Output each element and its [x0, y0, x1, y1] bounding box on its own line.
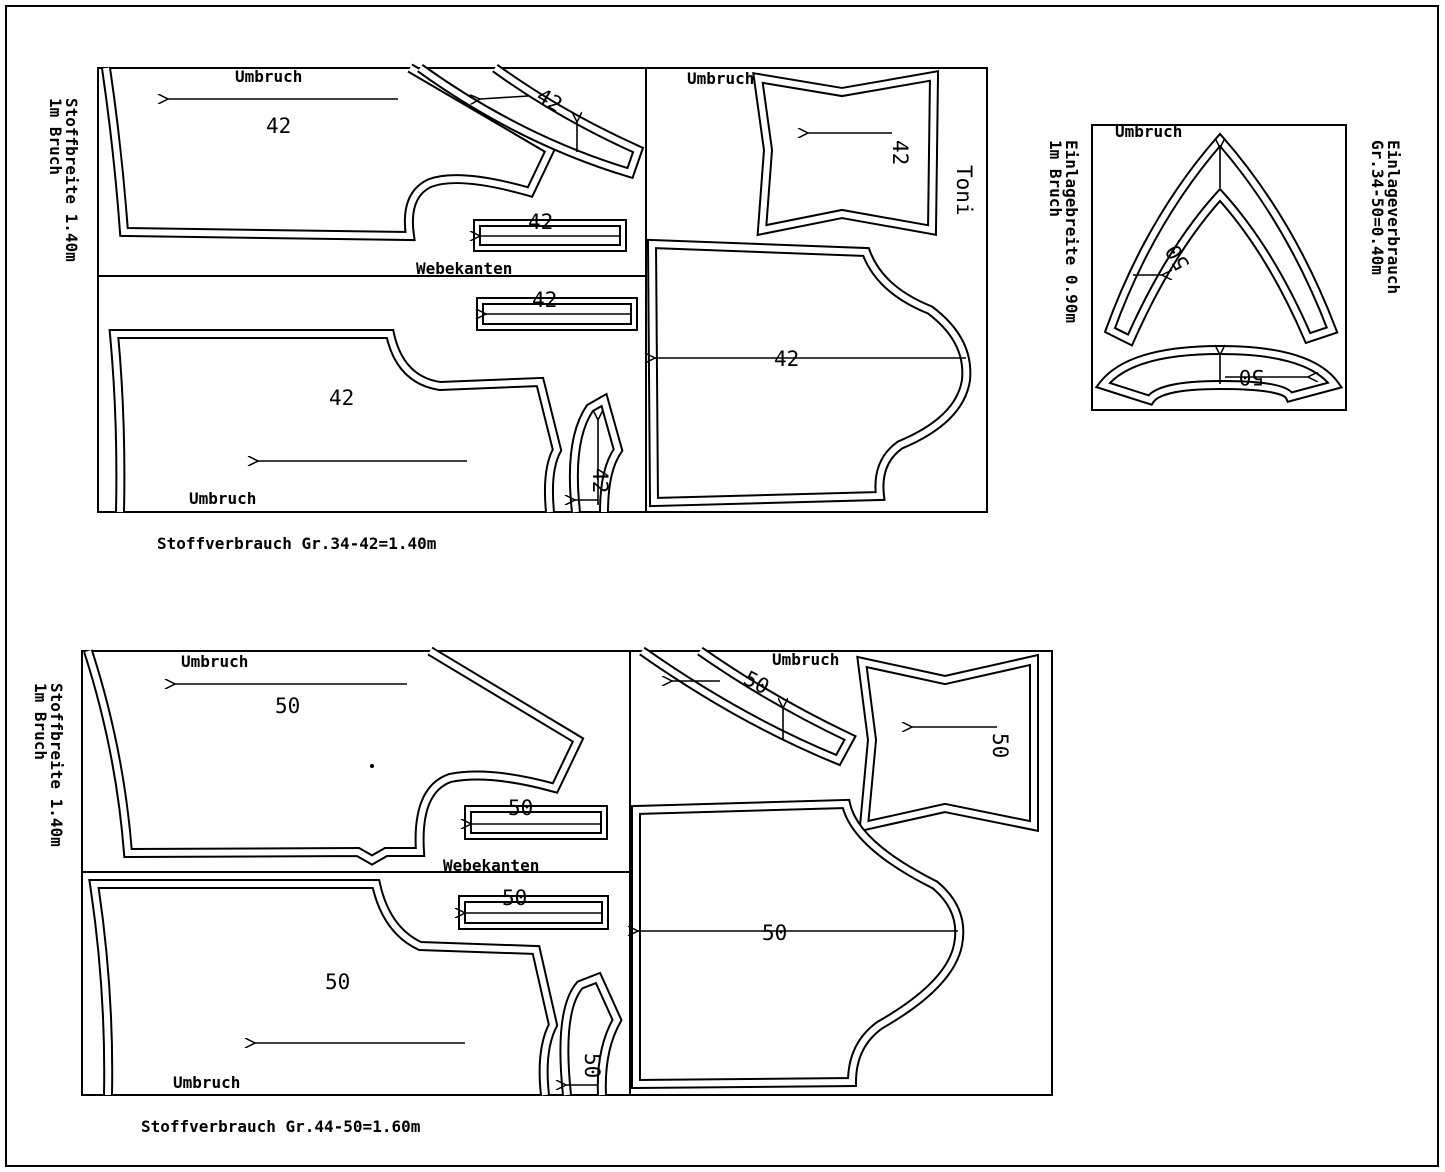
strip-piece-1 — [464, 805, 608, 840]
interfacing-consumption-title: Einlageverbrauch — [1384, 140, 1403, 294]
interfacing-width-label: Einlagebreite 0.90m — [1062, 140, 1081, 323]
back-piece — [101, 63, 557, 242]
fabric-consumption: Stoffverbrauch Gr.34-42=1.40m — [157, 534, 437, 553]
interfacing-fold-note: 1m Bruch — [1046, 140, 1065, 217]
fold-label: Umbruch — [189, 489, 256, 508]
grain-arrows — [175, 681, 997, 1085]
collar-band-piece — [639, 646, 857, 767]
fabric-consumption: Stoffverbrauch Gr.44-50=1.60m — [141, 1117, 421, 1136]
fabric-width-label: Stoffbreite 1.40m — [62, 98, 81, 262]
model-name: Toni — [952, 165, 976, 216]
size-label: 42 — [528, 210, 553, 234]
size-label: 42 — [532, 288, 557, 312]
size-label: 42 — [266, 114, 291, 138]
fold-label: Umbruch — [1115, 122, 1182, 141]
fold-note: 1m Bruch — [46, 98, 65, 175]
collar-interfacing-piece — [1103, 132, 1339, 347]
fold-label: Umbruch — [235, 67, 302, 86]
size-label: 42 — [774, 347, 799, 371]
fold-note: 1m Bruch — [31, 683, 50, 760]
front-piece — [88, 879, 559, 1096]
size-label: 50 — [580, 1053, 604, 1078]
fold-label: Umbruch — [772, 650, 839, 669]
size-label: 50 — [325, 970, 350, 994]
size-label: 42 — [329, 386, 354, 410]
marking-dot — [370, 764, 374, 768]
selvedge-label: Webekanten — [416, 259, 512, 278]
interfacing-layout: Einlagebreite 0.90m 1m Bruch Umbruch Ein… — [1046, 122, 1403, 411]
front-piece — [108, 329, 563, 513]
facing-piece — [568, 392, 624, 513]
page-border — [5, 5, 1439, 1167]
size-label: 50 — [762, 921, 787, 945]
collar-band-piece — [417, 63, 645, 180]
selvedge-label: Webekanten — [443, 856, 539, 875]
fabric-frame — [97, 67, 988, 513]
size-label: 50 — [988, 733, 1012, 758]
fold-label: Umbruch — [173, 1073, 240, 1092]
bottom-layout: Stoffbreite 1.40m 1m Bruch Umbruch Umbru… — [31, 646, 1053, 1136]
band-interfacing-piece — [1094, 344, 1344, 406]
pocket-piece — [856, 653, 1039, 833]
grain-arrows — [168, 96, 966, 505]
top-layout: Stoffbreite 1.40m 1m Bruch Umbruch Umbru… — [46, 63, 988, 553]
fold-label: Umbruch — [687, 69, 754, 88]
size-label: 50 — [1239, 365, 1264, 389]
back-piece — [83, 646, 585, 866]
interfacing-frame — [1091, 124, 1347, 411]
sleeve-piece — [631, 798, 965, 1090]
fold-label: Umbruch — [181, 652, 248, 671]
size-label: 50 — [275, 694, 300, 718]
size-label: 50 — [508, 796, 533, 820]
size-label: 50 — [502, 886, 527, 910]
pocket-piece — [752, 70, 940, 237]
facing-piece — [559, 971, 623, 1096]
size-label: 42 — [888, 140, 912, 165]
fabric-width-label: Stoffbreite 1.40m — [47, 683, 66, 847]
size-label: 42 — [588, 468, 612, 493]
interfacing-consumption-value: Gr.34-50=0.40m — [1368, 140, 1387, 275]
sleeve-piece — [646, 238, 972, 508]
